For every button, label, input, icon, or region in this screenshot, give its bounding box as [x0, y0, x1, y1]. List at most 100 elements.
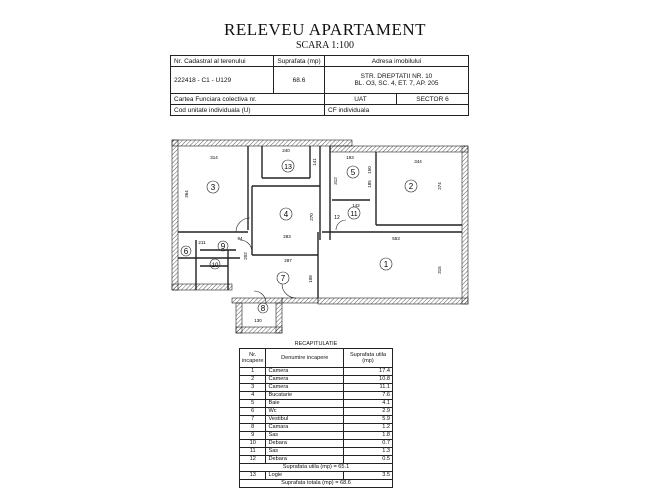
- dim-344: 344: [414, 159, 422, 164]
- recap-sup: 7.6: [343, 391, 393, 400]
- dim-142: 142: [352, 203, 360, 208]
- room-labels: 1 2 3 4 5 6 7 8: [180, 159, 418, 314]
- dim-193: 193: [346, 155, 354, 160]
- dim-150: 150: [367, 166, 372, 174]
- room-number-11: 11: [350, 211, 357, 218]
- room-number-12: 12: [334, 215, 340, 221]
- exterior-walls: [171, 139, 469, 334]
- room-number-5: 5: [351, 168, 356, 177]
- adresa-line1: STR. DREPTATII NR. 10: [360, 73, 433, 80]
- room-label-6: 6: [180, 245, 192, 257]
- room-label-5: 5: [346, 165, 360, 179]
- recap-den: Logie: [265, 471, 344, 480]
- recap-nr: 3: [238, 383, 267, 392]
- recap-sup: 4.1: [343, 399, 393, 408]
- dim-141: 141: [312, 158, 317, 166]
- recap-util-total: Suprafata utila (mp) = 65.1: [239, 463, 393, 472]
- room-number-7: 7: [281, 274, 286, 283]
- recap-nr: 5: [238, 399, 267, 408]
- recap-den: Camara: [265, 423, 344, 432]
- recap-title: RECAPITULATIE: [294, 341, 338, 347]
- room-label-7: 7: [276, 271, 290, 285]
- room-number-4: 4: [284, 210, 289, 219]
- recap-den: Baie: [265, 399, 344, 408]
- recap-col-sup: Suprafata utila (mp): [343, 348, 393, 368]
- room-label-3: 3: [206, 180, 220, 194]
- recap-nr: 9: [238, 431, 267, 440]
- dim-274: 274: [437, 182, 442, 190]
- uat-label: UAT: [325, 94, 397, 104]
- room-label-9: 9: [217, 240, 229, 252]
- room-label-8: 8: [257, 302, 269, 314]
- dim-202: 202: [243, 252, 248, 260]
- room-number-9: 9: [221, 242, 226, 251]
- recap-sup: 3.5: [343, 471, 393, 480]
- room-label-10: 10: [209, 258, 221, 270]
- recap-col-den: Denumire incapere: [265, 348, 344, 368]
- dim-240: 240: [282, 148, 290, 153]
- room-number-10: 10: [212, 263, 219, 269]
- recap-den: Bucatarie: [265, 391, 344, 400]
- recap-sup: 0.5: [343, 455, 393, 464]
- dim-287: 287: [284, 258, 292, 263]
- recap-nr: 4: [238, 391, 267, 400]
- recap-nr: 10: [238, 439, 267, 448]
- dim-185: 185: [367, 180, 372, 188]
- door-swings: [235, 217, 347, 304]
- dim-108: 108: [308, 275, 313, 283]
- room-number-2: 2: [409, 182, 414, 191]
- recap-table: Nr. incapere Denumire incapere Suprafata…: [238, 348, 393, 488]
- interior-walls: [178, 146, 462, 298]
- recap-nr: 2: [238, 375, 267, 384]
- dim-315: 315: [437, 266, 442, 274]
- room-number-6: 6: [184, 247, 189, 256]
- recap-nr: 11: [238, 447, 267, 456]
- dim-270: 270: [309, 213, 314, 221]
- recap-den: Debara: [265, 439, 344, 448]
- recap-den: Wc: [265, 407, 344, 416]
- room-label-1: 1: [379, 257, 393, 271]
- recap-nr: 1: [238, 367, 267, 376]
- recap-sup: 11.1: [343, 383, 393, 392]
- recap-sup: 10.8: [343, 375, 393, 384]
- dim-211: 211: [198, 240, 206, 245]
- recap-sup: 17.4: [343, 367, 393, 376]
- dim-312: 312: [333, 177, 338, 185]
- room-number-1: 1: [384, 260, 389, 269]
- recap-den: Camera: [265, 367, 344, 376]
- recap-nr: 6: [238, 407, 267, 416]
- recap-den: Vestibul: [265, 415, 344, 424]
- recap-col-nr: Nr. incapere: [238, 348, 267, 368]
- recap-sup: 1.8: [343, 431, 393, 440]
- room-number-3: 3: [211, 183, 216, 192]
- recap-sup: 2.9: [343, 407, 393, 416]
- dim-553: 553: [392, 236, 400, 241]
- document-title: RELEVEU APARTAMENT: [224, 20, 426, 39]
- room-number-8: 8: [261, 304, 266, 313]
- recap-nr: 8: [238, 423, 267, 432]
- recap-den: Camera: [265, 375, 344, 384]
- room-label-13: 13: [281, 159, 295, 173]
- recap-den: Sas: [265, 447, 344, 456]
- recap-nr: 13: [238, 471, 267, 480]
- adresa-line2: BL. O3, SC. 4, ET. 7, AP. 205: [354, 80, 439, 87]
- room-label-2: 2: [404, 179, 418, 193]
- room-label-12: 12: [334, 215, 340, 221]
- recap-den: Sas: [265, 431, 344, 440]
- recap-sup: 1.3: [343, 447, 393, 456]
- recap-den: Debara: [265, 455, 344, 464]
- dim-364: 364: [184, 190, 189, 198]
- recap-den: Camera: [265, 383, 344, 392]
- dim-130: 130: [254, 318, 262, 323]
